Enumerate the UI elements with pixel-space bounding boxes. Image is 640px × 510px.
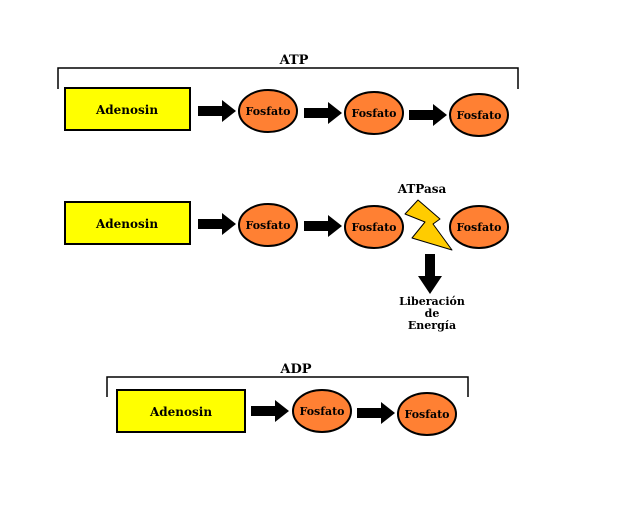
energy-release-label-1: Liberación (399, 295, 465, 308)
energy-release-label-2: de (425, 307, 440, 320)
arrow-right-icon (198, 213, 236, 235)
adp-phosphate-2-label: Fosfato (404, 408, 449, 421)
hydrolysis-phosphate-3-label: Fosfato (456, 221, 501, 234)
arrow-right-icon (357, 402, 395, 424)
adp-row: ADP Adenosin Fosfato Fosfato (106, 362, 469, 436)
hydrolysis-adenosine-label: Adenosin (95, 217, 158, 231)
atp-adenosine-box (64, 87, 191, 131)
hydrolysis-row: Adenosin Fosfato Fosfato ATPasa Fosfato … (64, 182, 509, 332)
arrow-right-icon (198, 100, 236, 122)
arrow-right-icon (304, 215, 342, 237)
hydrolysis-phosphate-2-label: Fosfato (351, 221, 396, 234)
adp-bracket (106, 376, 469, 397)
adp-adenosine-label: Adenosin (149, 405, 212, 419)
atpase-label: ATPasa (397, 182, 447, 196)
hydrolysis-phosphate-1 (238, 203, 298, 247)
adp-label: ADP (279, 362, 311, 377)
lightning-bolt-icon (404, 199, 453, 251)
arrow-right-icon (304, 102, 342, 124)
arrow-down-icon (418, 254, 442, 294)
hydrolysis-phosphate-3 (449, 205, 509, 249)
atp-phosphate-3-label: Fosfato (456, 109, 501, 122)
hydrolysis-phosphate-1-label: Fosfato (245, 219, 290, 232)
adp-phosphate-1-label: Fosfato (299, 405, 344, 418)
adp-phosphate-2 (397, 392, 457, 436)
atp-adenosine-label: Adenosin (95, 103, 158, 117)
atp-row: ATP Adenosin Fosfato Fosfato Fosfato (57, 53, 519, 137)
atp-phosphate-2 (344, 91, 404, 135)
atp-phosphate-1-label: Fosfato (245, 105, 290, 118)
atp-phosphate-1 (238, 89, 298, 133)
adp-adenosine-box (116, 389, 246, 433)
energy-release-label-3: Energía (408, 319, 456, 332)
atp-phosphate-2-label: Fosfato (351, 107, 396, 120)
arrow-right-icon (409, 104, 447, 126)
atp-label: ATP (279, 53, 309, 68)
atp-bracket (57, 67, 519, 89)
hydrolysis-phosphate-2 (344, 205, 404, 249)
adp-phosphate-1 (292, 389, 352, 433)
atp-phosphate-3 (449, 93, 509, 137)
arrow-right-icon (251, 400, 289, 422)
hydrolysis-adenosine-box (64, 201, 191, 245)
